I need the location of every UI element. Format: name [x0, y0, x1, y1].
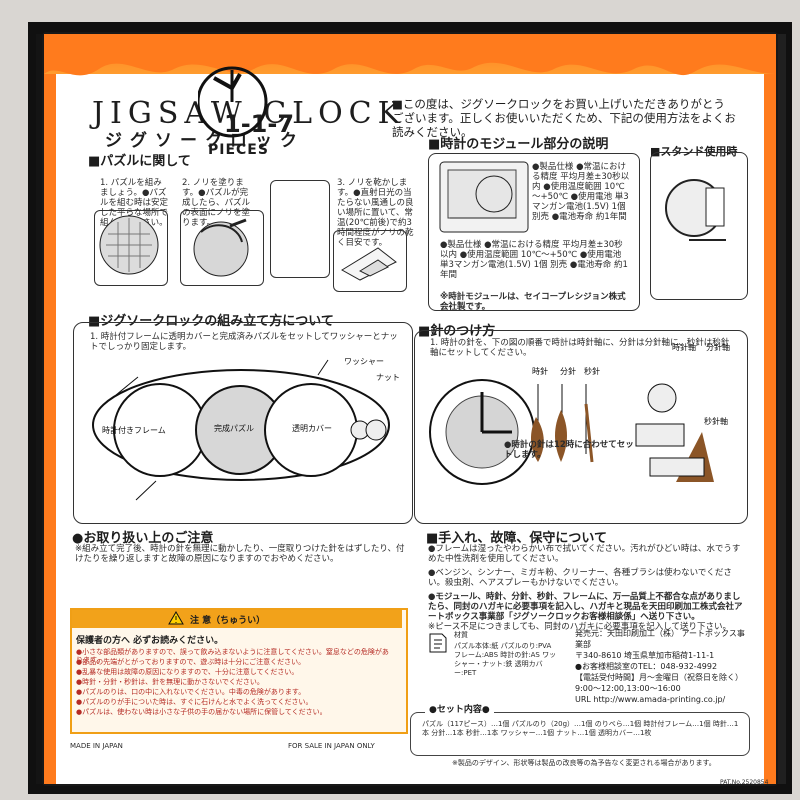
intro-text: ■この度は、ジグソークロックをお買い上げいただきありがとうございます。正しくお使…: [392, 97, 736, 139]
brush-hand-icon: [193, 218, 249, 277]
maintenance-heading: ■手入れ、故障、保守について: [426, 531, 608, 546]
puzzle-grid-icon: [99, 215, 159, 275]
second-hand-label: 秒針: [584, 367, 600, 376]
puzzle-note-box: [270, 180, 330, 278]
product-subtitle: ジグソークロック: [105, 131, 305, 151]
second-axis-label: 秒針軸: [704, 417, 728, 426]
stand-clock-icon: [665, 179, 726, 241]
publisher-url: URL http://www.amada-printing.co.jp/: [575, 695, 726, 704]
hands-diagram: [429, 379, 714, 485]
warning-line: ●乱暴な使用は故障の原因になりますので、十分に注意してください。: [76, 668, 299, 676]
washer-label: ワッシャー: [344, 357, 384, 366]
assembly-diagram: [92, 359, 390, 501]
assembly-step: 1. 時計付フレームに透明カバーと完成済みパズルをセットしてワッシャーとナットで…: [90, 332, 398, 352]
frame-label: 時計付きフレーム: [102, 426, 166, 435]
module-specs: ●製品仕様 ●常温における精度 平均月差±30秒以内 ●使用温度範囲 10℃～+…: [440, 240, 628, 280]
assembly-heading: ■ジグソークロックの組み立て方について: [88, 314, 334, 329]
warning-line: ●パズルのりは、口の中に入れないでください。中毒の危険があります。: [76, 688, 306, 696]
warning-line: ●パズルのりが手についた時は、すぐに石けんと水でよく洗ってください。: [76, 698, 313, 706]
warning-line: ●時針・分針・秒針は、針を無理に動かさないでください。: [76, 678, 264, 686]
drying-icon: [341, 247, 397, 281]
publisher-contact: 発売元：天田印刷加工（株） アートボックス事業部 〒340-8610 埼玉県草加…: [575, 628, 745, 705]
maintenance-text-4: ※ピース不足につきましても、同封のハガキに必要事項を記入して送り下さい。: [428, 622, 732, 632]
product-title: JIGSAW CLOCK: [92, 96, 407, 131]
module-box: [428, 153, 640, 311]
materials-title: 材質: [454, 631, 468, 639]
assembly-box: [73, 322, 413, 524]
puzzle-step-2: 2. ノリを塗ります。●パズルが完成したら、パズルの表面にノリを塗ります。: [182, 178, 251, 228]
maintenance-text-2: ●ベンジン、シンナー、ミガキ粉、クリーナー、各種ブラシは使わないでください。殺虫…: [428, 568, 732, 588]
patent-number: PAT.No.2520854: [720, 779, 769, 786]
publisher-hours: 【電話受付時間】月～金曜日（祝祭日を除く）9:00～12:00,13:00～16…: [575, 673, 743, 693]
warning-line: ●パズルは、使わない時は小さな子供の手の届かない場所に保管してください。: [76, 708, 327, 716]
publisher-phone: ●お客様相談室のTEL：048-932-4992: [575, 662, 718, 671]
minute-axis-label: 分針軸: [706, 343, 730, 352]
cover-label: 透明カバー: [292, 424, 332, 433]
nut-label: ナット: [376, 373, 400, 382]
set-contents-box: [410, 712, 750, 756]
warning-icon: [168, 611, 184, 625]
puzzle-image-1: [94, 210, 168, 286]
hands-note: ●時計の針は12時に合わせてセットします。: [504, 440, 634, 460]
minute-hand-label: 分針: [560, 367, 576, 376]
warning-title: 注 意（ちゅうい）: [190, 616, 266, 626]
stand-box: [650, 152, 748, 300]
hour-hand-label: 時針: [532, 367, 548, 376]
maintenance-text-3: ●モジュール、時針、分針、秒針、フレームに、万一品質上不都合な点がありましたら、…: [428, 592, 743, 622]
publisher-address: 〒340-8610 埼玉県草加市稲荷1-11-1: [575, 651, 715, 660]
sale-label: FOR SALE IN JAPAN ONLY: [288, 742, 375, 750]
set-contents-title: ●セット内容●: [425, 702, 494, 715]
right-border: [776, 34, 786, 784]
warning-line: ●部品の先端がとがっておりますので、遊ぶ時は十分にご注意ください。: [76, 658, 306, 666]
design-notice: ※製品のデザイン、形状等は製品の改良等の為予告なく変更される場合があります。: [452, 759, 716, 767]
puzzle-heading: ■パズルに関して: [88, 154, 191, 169]
warning-box: [70, 608, 408, 734]
puzzle-step-3: 3. ノリを乾かします。●直射日光の当たらない風通しの良い場所に置いて、常温(2…: [337, 178, 414, 248]
clock-module-icon: [439, 161, 529, 233]
publisher-name: 発売元：天田印刷加工（株） アートボックス事業部: [575, 629, 745, 649]
hands-step: 1. 時計の針を、下の図の順番で時計は時針軸に、分針は分針軸に、秒針は秒針軸にセ…: [430, 338, 730, 358]
module-maker-note: ※時計モジュールは、セイコープレシジョン株式会社製です。: [440, 292, 626, 312]
puzzle-image-3: [333, 230, 407, 292]
left-border: [36, 34, 46, 784]
handling-text: ※組み立て完了後、時計の針を無理に動かしたり、一度取りつけた針をはずしたり、付け…: [75, 544, 405, 564]
paper-icon: [429, 633, 447, 653]
hands-heading: ■針のつけ方: [418, 324, 496, 339]
module-heading: ■時計のモジュール部分の説明: [428, 137, 609, 152]
set-contents-body: パズル（117ピース）…1個 パズルのり（20g）…1個 のりべら…1個 時計付…: [422, 720, 739, 737]
stand-heading: ■スタンド使用時: [650, 145, 738, 158]
puzzle-image-2: [180, 210, 264, 286]
materials-body: パズル本体:紙 パズルのり:PVA フレーム:ABS 時計の針:AS ワッシャー…: [454, 642, 557, 677]
warning-subtitle: 保護者の方へ 必ずお読みください。: [76, 636, 224, 646]
warning-header: [72, 610, 402, 628]
clock-logo-icon: [198, 66, 268, 138]
orange-flames: [44, 34, 776, 784]
hands-box: [414, 330, 748, 524]
pieces-label: PIECES: [208, 142, 269, 158]
module-notes: ●製品仕様 ●常温における精度 平均月差±30秒以内 ●使用温度範囲 10℃～+…: [532, 162, 630, 222]
made-in-label: MADE IN JAPAN: [70, 742, 123, 750]
handling-heading: ●お取り扱い上のご注意: [72, 531, 214, 546]
puzzle-label: 完成パズル: [214, 424, 254, 433]
maintenance-text-1: ●フレームは湿ったやわらかい布で拭いてください。汚れがひどい時は、水でうすめた中…: [428, 544, 741, 564]
hour-axis-label: 時針軸: [672, 343, 696, 352]
warning-line: ●小さな部品類がありますので、誤って飲み込まないように注意してください。窒息など…: [76, 648, 389, 664]
